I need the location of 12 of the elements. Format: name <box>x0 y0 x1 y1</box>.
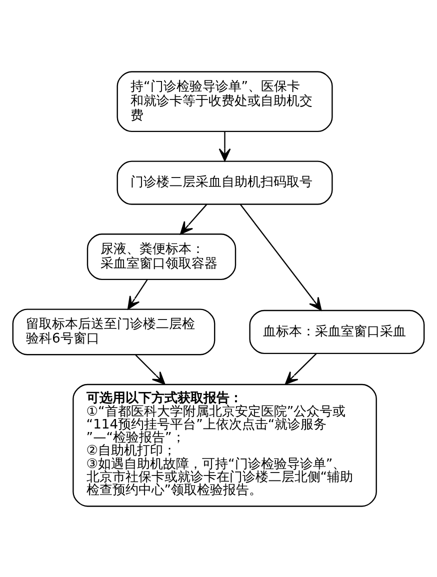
node-box: 尿液、粪便标本： 采血室窗口领取容器 <box>86 233 236 280</box>
node-box: 持“门诊检验导诊单”、医保卡和就诊卡等于收费处或自助机交费 <box>116 70 333 132</box>
arrow <box>135 354 166 384</box>
arrow <box>284 352 317 384</box>
arrow <box>180 203 208 234</box>
node-box: 可选用以下方式获取报告： ①“首都医科大学附属北京安定医院”公众号或“114预约挂号平台”上依次点击“就诊服务”—“检验报告”； ②自助机打印； ③如遇自助机故障，可持“门诊检验导诊单”、北京市社保卡或就诊卡在门诊楼二层北侧“辅助检查预约中心”领取检验报告。 <box>72 383 377 506</box>
node-box: 门诊楼二层采血自助机扫码取号 <box>116 160 333 204</box>
arrow <box>218 131 231 161</box>
node-box: 血标本：采血室窗口采血 <box>249 309 425 354</box>
arrow <box>127 278 148 310</box>
arrow <box>240 204 322 310</box>
node-box: 留取标本后送至门诊楼二层检验科6号窗口 <box>12 308 216 355</box>
